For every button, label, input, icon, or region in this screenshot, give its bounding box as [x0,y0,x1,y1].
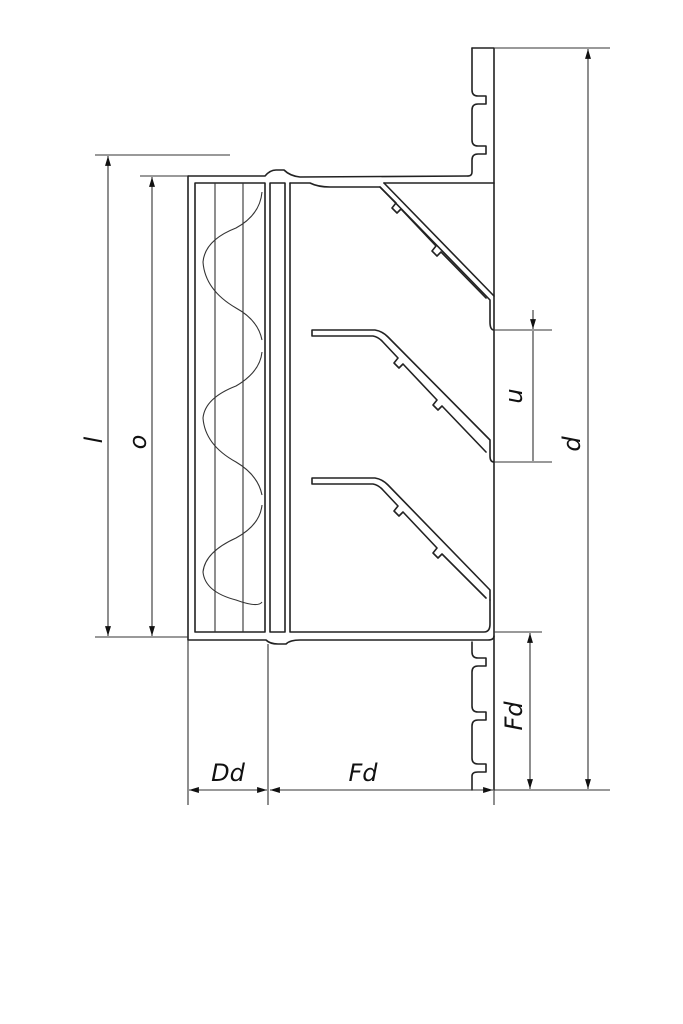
louver-blade-2 [311,329,495,463]
louver-blade-3 [311,477,491,601]
wall-profile [467,47,495,791]
dimension-label-dd: Dd [211,759,245,787]
dimension-label-l: l [80,436,108,443]
dimension-label-fd-vertical: Fd [500,701,528,731]
dimension-label-u: u [500,388,528,403]
dimension-label-d: d [558,436,586,452]
louver-blade-1 [379,182,495,299]
dimension-label-fd-horizontal: Fd [348,759,378,787]
dimension-label-o: o [124,435,152,450]
filter-media [202,183,263,632]
dimension-lines [95,47,610,805]
frame [187,169,495,645]
